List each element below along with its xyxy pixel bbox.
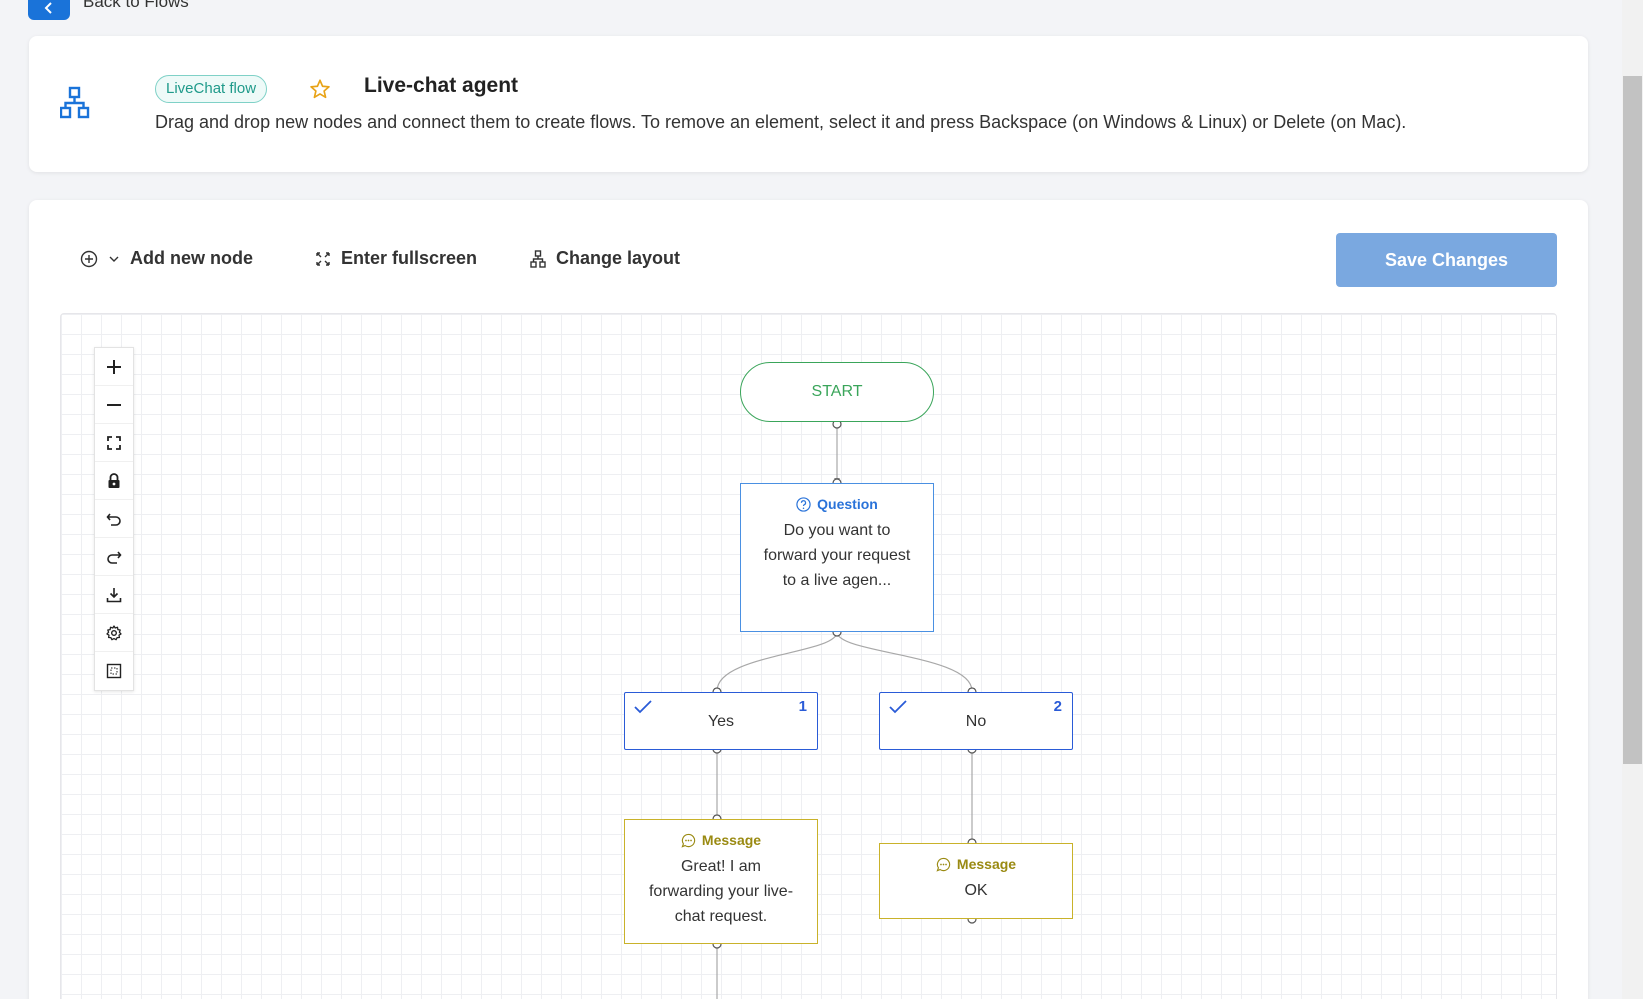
flow-header-card: LiveChat flow Live-chat agent Drag and d… — [29, 36, 1588, 172]
save-changes-button[interactable]: Save Changes — [1336, 233, 1557, 287]
redo-button[interactable] — [95, 538, 133, 576]
add-node-dropdown[interactable]: Add new node — [80, 248, 253, 269]
answer-node-yes[interactable]: 1 Yes — [624, 692, 818, 750]
fit-view-button[interactable] — [95, 424, 133, 462]
answer-node-no[interactable]: 2 No — [879, 692, 1073, 750]
fullscreen-label: Enter fullscreen — [341, 248, 478, 268]
flow-tree-icon — [60, 86, 90, 119]
chevron-down-icon — [109, 256, 119, 262]
lock-button[interactable] — [95, 462, 133, 500]
chat-bubble-icon — [936, 857, 951, 872]
answer-number: 1 — [798, 698, 807, 715]
answer-label: Yes — [707, 713, 735, 730]
gear-icon — [106, 624, 122, 640]
flow-canvas[interactable]: START Question Do you want to forward yo… — [60, 313, 1557, 999]
minimap-icon — [106, 663, 122, 679]
message-node-header: Message — [625, 832, 817, 848]
change-layout-label: Change layout — [556, 248, 681, 268]
check-icon — [889, 700, 907, 714]
flow-editor-card: Add new node Enter fullscreen Change lay… — [29, 200, 1588, 999]
expand-icon — [316, 251, 330, 266]
undo-icon — [106, 512, 121, 526]
message-node-text: Great! I am forwarding your live-chat re… — [648, 858, 794, 925]
start-label: START — [811, 383, 863, 400]
message-node-type: Message — [956, 856, 1017, 872]
start-node[interactable]: START — [740, 362, 934, 422]
flow-description: Drag and drop new nodes and connect them… — [155, 112, 1407, 132]
lock-icon — [108, 472, 120, 488]
add-node-label: Add new node — [130, 248, 253, 268]
download-icon — [106, 587, 122, 602]
message-node-yes[interactable]: Message Great! I am forwarding your live… — [624, 819, 818, 944]
page-scrollbar-thumb[interactable] — [1623, 76, 1642, 764]
fullscreen-button[interactable]: Enter fullscreen — [315, 248, 477, 269]
answer-label: No — [965, 713, 987, 730]
zoom-out-button[interactable] — [95, 386, 133, 424]
edge-question-yes — [716, 631, 838, 692]
question-node[interactable]: Question Do you want to forward your req… — [740, 483, 934, 632]
flow-title: Live-chat agent — [364, 74, 519, 97]
fit-view-icon — [107, 435, 121, 450]
canvas-controls — [94, 347, 134, 691]
settings-button[interactable] — [95, 614, 133, 652]
minus-icon — [107, 403, 121, 406]
question-node-type: Question — [817, 496, 878, 512]
message-node-type: Message — [701, 832, 762, 848]
question-node-header: Question — [741, 496, 933, 512]
download-button[interactable] — [95, 576, 133, 614]
plus-circle-icon — [80, 250, 98, 267]
layout-tree-icon — [530, 249, 546, 268]
chat-bubble-icon — [681, 833, 696, 848]
flow-type-badge: LiveChat flow — [155, 75, 268, 103]
chevron-left-icon — [44, 2, 52, 14]
edge-question-no — [836, 631, 973, 692]
message-node-text: OK — [964, 882, 988, 899]
zoom-in-button[interactable] — [95, 348, 133, 386]
back-link[interactable]: Back to Flows — [83, 0, 189, 11]
message-node-header: Message — [880, 856, 1072, 872]
star-icon[interactable] — [309, 78, 331, 100]
redo-icon — [107, 550, 122, 564]
check-icon — [634, 700, 652, 714]
question-node-text: Do you want to forward your request to a… — [763, 522, 911, 589]
answer-number: 2 — [1053, 698, 1062, 715]
back-button[interactable] — [28, 0, 70, 20]
question-circle-icon — [796, 496, 811, 512]
message-node-no[interactable]: Message OK — [879, 843, 1073, 919]
undo-button[interactable] — [95, 500, 133, 538]
minimap-button[interactable] — [95, 652, 133, 690]
change-layout-button[interactable]: Change layout — [530, 248, 680, 269]
plus-icon — [107, 359, 121, 374]
